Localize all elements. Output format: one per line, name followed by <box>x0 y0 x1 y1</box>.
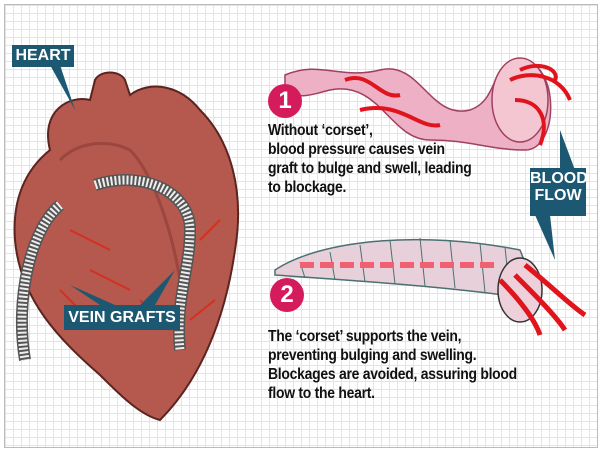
blood-flow-line-1: BLOOD <box>530 170 588 187</box>
step-2-line: The ‘corset’ supports the vein, <box>268 328 462 345</box>
bulging-vein-illustration <box>284 57 572 151</box>
blood-flow-line-2: FLOW <box>534 186 582 204</box>
blood-flow-label: BLOOD FLOW <box>530 168 588 216</box>
step-2-badge: 2 <box>270 278 304 312</box>
heart-label: HEART <box>12 45 74 67</box>
heart-pointer <box>50 65 75 110</box>
step-2-line: Blockages are avoided, assuring blood <box>268 366 517 383</box>
step-2-text: The ‘corset’ supports the vein, preventi… <box>268 327 517 403</box>
step-1-line: to blockage. <box>268 179 347 196</box>
vein-graft-lines <box>15 174 197 361</box>
step-1-line: graft to bulge and swell, leading <box>268 160 472 177</box>
step-2-line: preventing bulging and swelling. <box>268 347 477 364</box>
corset-vein-illustration <box>274 237 587 336</box>
step-1-text: Without ‘corset’, blood pressure causes … <box>268 121 472 197</box>
step-1-badge: 1 <box>268 84 302 118</box>
step-1-line: Without ‘corset’, <box>268 122 373 139</box>
step-1-line: blood pressure causes vein <box>268 141 445 158</box>
heart-illustration <box>13 71 240 422</box>
step-2-line: flow to the heart. <box>268 385 375 402</box>
vein-grafts-label: VEIN GRAFTS <box>64 305 180 330</box>
